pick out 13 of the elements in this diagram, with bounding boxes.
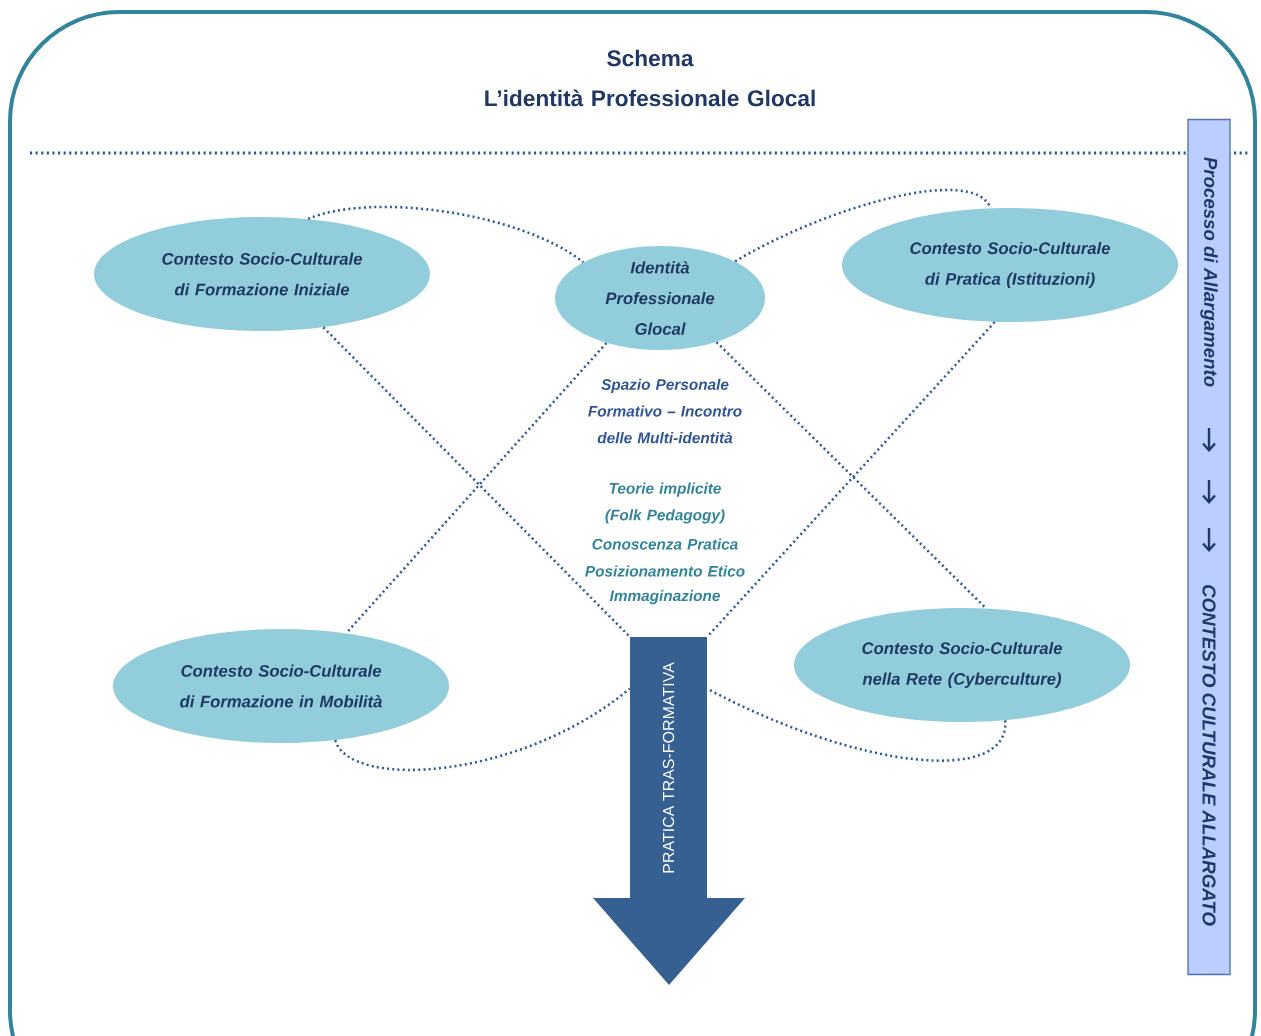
title: Schema L’identità Professionale Glocal	[485, 49, 815, 107]
annotation-text: Teorie implicite (Folk Pedagogy)	[605, 482, 725, 524]
annotation-text: Conoscenza Pratica	[592, 538, 738, 550]
annotation-text: Posizionamento Etico	[585, 565, 745, 577]
side-bar: Processo di Allargamento CONTESTO CULTURALE ALLARGATO	[1187, 118, 1231, 976]
dotted-connector	[715, 341, 987, 610]
dotted-connector	[734, 189, 992, 263]
dotted-connector	[334, 687, 631, 771]
dotted-connector	[706, 321, 996, 638]
dotted-connector	[322, 326, 631, 638]
annotation-text: Immaginazione	[609, 589, 720, 605]
annotation-text: Spazio Personale Formativo – Incontro delle Multi-identità	[588, 378, 742, 444]
dotted-connector	[307, 205, 584, 264]
